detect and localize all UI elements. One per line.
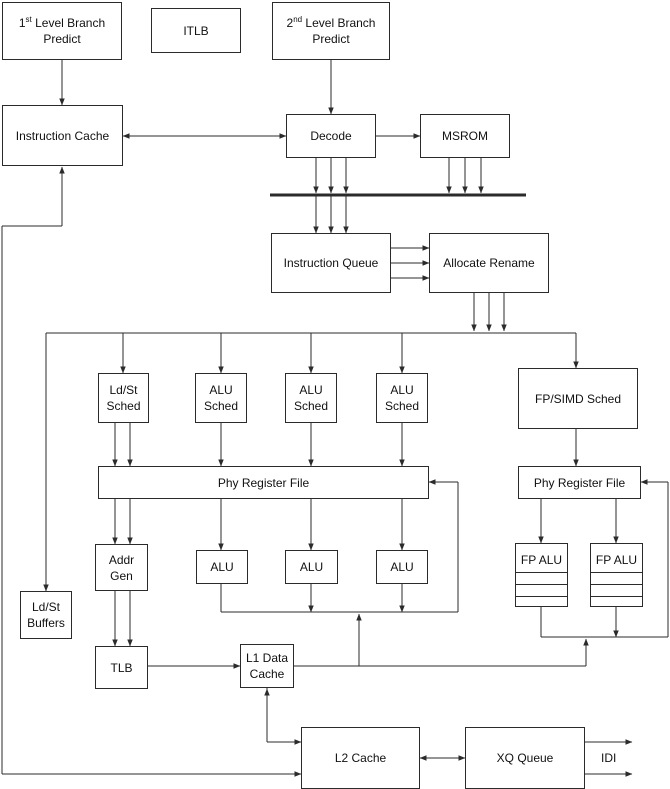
tlb-block: TLB <box>95 646 148 689</box>
itlb-block: ITLB <box>151 8 241 53</box>
fp-phy-register-file-block: Phy Register File <box>518 466 641 499</box>
ldst-buffers-block: Ld/St Buffers <box>20 591 72 639</box>
addr-gen-block: Addr Gen <box>95 544 148 591</box>
alu-block-2: ALU <box>285 550 338 584</box>
alu-block-1: ALU <box>196 550 248 584</box>
fp-alu-block-2: FP ALU <box>590 543 643 607</box>
decode-block: Decode <box>286 114 376 158</box>
bp2-label: Level Branch Predict <box>305 16 376 46</box>
xq-queue-block: XQ Queue <box>465 727 585 789</box>
instruction-queue-block: Instruction Queue <box>271 233 391 293</box>
fp-alu-label-1: FP ALU <box>520 553 563 567</box>
fp-alu-block-1: FP ALU <box>515 543 568 607</box>
bp1-label: Level Branch Predict <box>35 16 106 46</box>
fp-simd-sched-block: FP/SIMD Sched <box>518 368 638 429</box>
allocate-rename-block: Allocate Rename <box>429 233 549 293</box>
instruction-cache-block: Instruction Cache <box>2 105 123 166</box>
alu-sched-block-3: ALU Sched <box>376 373 428 423</box>
bp1-num: 1 <box>18 16 26 30</box>
msrom-block: MSROM <box>420 114 510 158</box>
idi-label: IDI <box>601 751 617 765</box>
alu-sched-block-1: ALU Sched <box>195 373 247 423</box>
first-level-branch-predict-block: 1st Level Branch Predict <box>2 2 122 60</box>
second-level-branch-predict-block: 2nd Level Branch Predict <box>272 2 390 60</box>
bp2-num: 2 <box>286 16 294 30</box>
l2-cache-block: L2 Cache <box>301 727 420 789</box>
alu-sched-block-2: ALU Sched <box>285 373 337 423</box>
bp1-sup: st <box>25 15 32 24</box>
alu-block-3: ALU <box>376 550 428 584</box>
fp-alu-label-2: FP ALU <box>595 553 638 567</box>
l1-data-cache-block: L1 Data Cache <box>240 644 294 688</box>
ldst-sched-block: Ld/St Sched <box>98 373 149 423</box>
bp2-sup: nd <box>293 15 303 24</box>
phy-register-file-block: Phy Register File <box>98 466 429 499</box>
